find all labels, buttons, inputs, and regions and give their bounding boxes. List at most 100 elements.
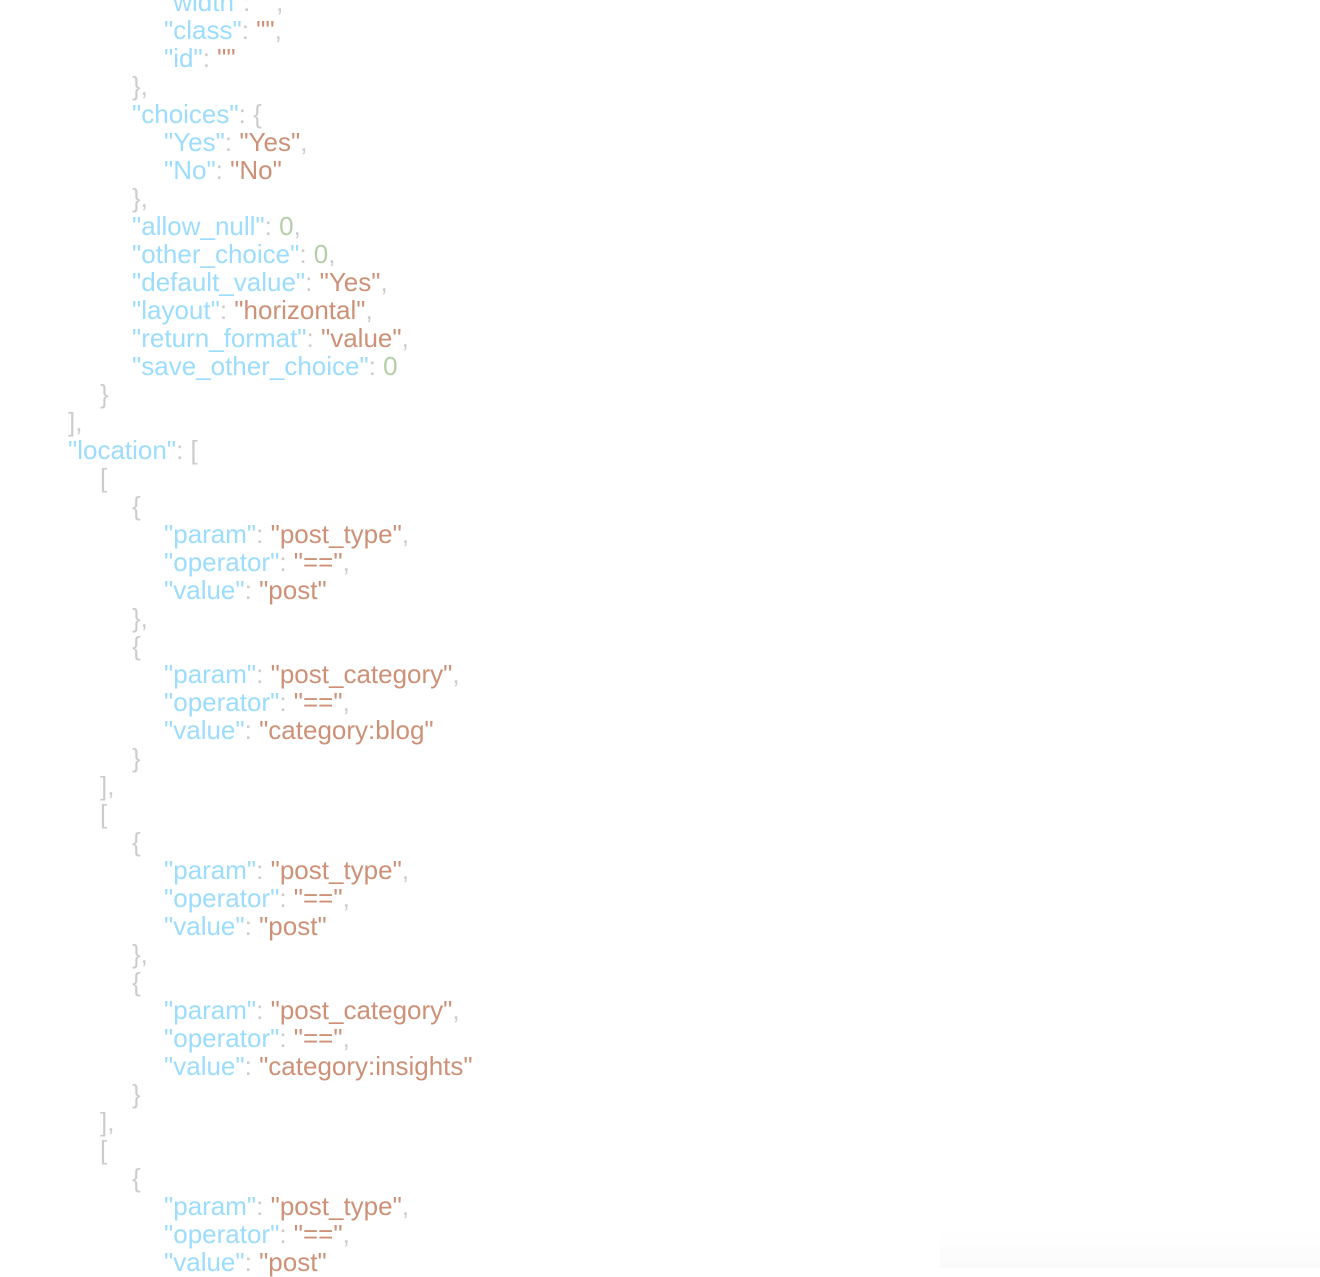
json-punctuation: : <box>299 239 314 269</box>
json-string-value: "post" <box>259 911 327 941</box>
json-punctuation: , <box>401 519 410 549</box>
json-string-value: "==" <box>293 883 343 913</box>
code-line: { <box>0 968 1320 996</box>
json-punctuation: : { <box>238 99 262 129</box>
json-punctuation: , <box>300 127 308 157</box>
code-line: } <box>0 380 1320 408</box>
json-punctuation: , <box>401 855 410 885</box>
json-key: "id" <box>164 43 203 73</box>
json-key: "operator" <box>164 1023 280 1053</box>
json-punctuation: : <box>244 911 260 941</box>
code-line: "operator": "==", <box>0 688 1320 716</box>
json-key: "Yes" <box>164 127 225 157</box>
json-key: "width" <box>164 0 244 17</box>
json-number-value: 0 <box>279 211 294 241</box>
json-punctuation: , <box>342 687 350 717</box>
json-punctuation: { <box>132 1163 141 1193</box>
json-string-value: "post_category" <box>270 659 453 689</box>
json-string-value: "post_type" <box>270 1191 402 1221</box>
json-string-value: "No" <box>230 155 282 185</box>
json-string-value: "" <box>257 0 277 17</box>
json-punctuation: : <box>279 1219 294 1249</box>
json-key: "param" <box>164 855 257 885</box>
json-string-value: "==" <box>293 687 343 717</box>
code-line: { <box>0 828 1320 856</box>
code-line: "default_value": "Yes", <box>0 268 1320 296</box>
json-key: "location" <box>68 435 177 465</box>
json-key: "param" <box>164 659 257 689</box>
json-string-value: "post_type" <box>270 855 402 885</box>
json-string-value: "Yes" <box>239 127 301 157</box>
json-punctuation: : [ <box>176 435 198 465</box>
code-line: [ <box>0 800 1320 828</box>
json-punctuation: { <box>132 491 141 521</box>
json-punctuation: : <box>305 267 320 297</box>
json-key: "layout" <box>132 295 220 325</box>
json-punctuation: [ <box>100 1135 108 1165</box>
code-line: "choices": { <box>0 100 1320 128</box>
json-punctuation: : <box>244 575 260 605</box>
json-punctuation: { <box>132 967 141 997</box>
code-line: "layout": "horizontal", <box>0 296 1320 324</box>
code-line: [ <box>0 464 1320 492</box>
json-punctuation: , <box>274 15 282 45</box>
code-line: [ <box>0 1136 1320 1164</box>
code-line: "width": "", <box>0 0 1320 16</box>
json-punctuation: }, <box>132 603 148 633</box>
json-key: "param" <box>164 1191 257 1221</box>
json-punctuation: , <box>342 1023 350 1053</box>
json-punctuation: }, <box>132 71 148 101</box>
json-string-value: "" <box>256 15 275 45</box>
code-line: }, <box>0 72 1320 100</box>
json-key: "default_value" <box>132 267 306 297</box>
json-key: "value" <box>164 575 245 605</box>
json-punctuation: : <box>244 1051 260 1081</box>
json-punctuation: : <box>279 687 294 717</box>
json-punctuation: , <box>452 995 460 1025</box>
json-string-value: "==" <box>293 1023 343 1053</box>
json-punctuation: : <box>279 883 294 913</box>
json-key: "other_choice" <box>132 239 300 269</box>
json-punctuation: : <box>256 519 271 549</box>
code-line: } <box>0 744 1320 772</box>
json-punctuation: : <box>215 155 231 185</box>
json-key: "value" <box>164 715 245 745</box>
code-line: "return_format": "value", <box>0 324 1320 352</box>
json-key: "value" <box>164 1247 245 1277</box>
json-number-value: 0 <box>383 351 398 381</box>
json-punctuation: { <box>132 631 141 661</box>
code-line: }, <box>0 604 1320 632</box>
code-line: "other_choice": 0, <box>0 240 1320 268</box>
code-line: "param": "post_category", <box>0 660 1320 688</box>
code-line: { <box>0 492 1320 520</box>
code-line: "operator": "==", <box>0 1220 1320 1248</box>
json-key: "return_format" <box>132 323 307 353</box>
code-line: }, <box>0 184 1320 212</box>
json-string-value: "==" <box>293 547 343 577</box>
json-punctuation: , <box>328 239 336 269</box>
code-line: ], <box>0 408 1320 436</box>
code-line: "param": "post_type", <box>0 1192 1320 1220</box>
json-key: "operator" <box>164 1219 280 1249</box>
json-string-value: "category:blog" <box>259 715 434 745</box>
json-punctuation: : <box>256 659 271 689</box>
code-line: "id": "" <box>0 44 1320 72</box>
json-key: "operator" <box>164 687 280 717</box>
json-string-value: "value" <box>320 323 402 353</box>
json-punctuation: [ <box>100 463 108 493</box>
json-punctuation: ], <box>68 407 83 437</box>
json-punctuation: , <box>293 211 301 241</box>
json-punctuation: : <box>256 1191 271 1221</box>
code-line: "save_other_choice": 0 <box>0 352 1320 380</box>
code-line: "value": "category:blog" <box>0 716 1320 744</box>
json-punctuation: : <box>243 0 258 17</box>
json-punctuation: : <box>368 351 384 381</box>
code-line: ], <box>0 772 1320 800</box>
json-punctuation: }, <box>132 939 148 969</box>
code-line: "param": "post_category", <box>0 996 1320 1024</box>
json-punctuation: , <box>452 659 460 689</box>
code-line: "Yes": "Yes", <box>0 128 1320 156</box>
code-line: "allow_null": 0, <box>0 212 1320 240</box>
json-punctuation: : <box>244 1247 260 1277</box>
